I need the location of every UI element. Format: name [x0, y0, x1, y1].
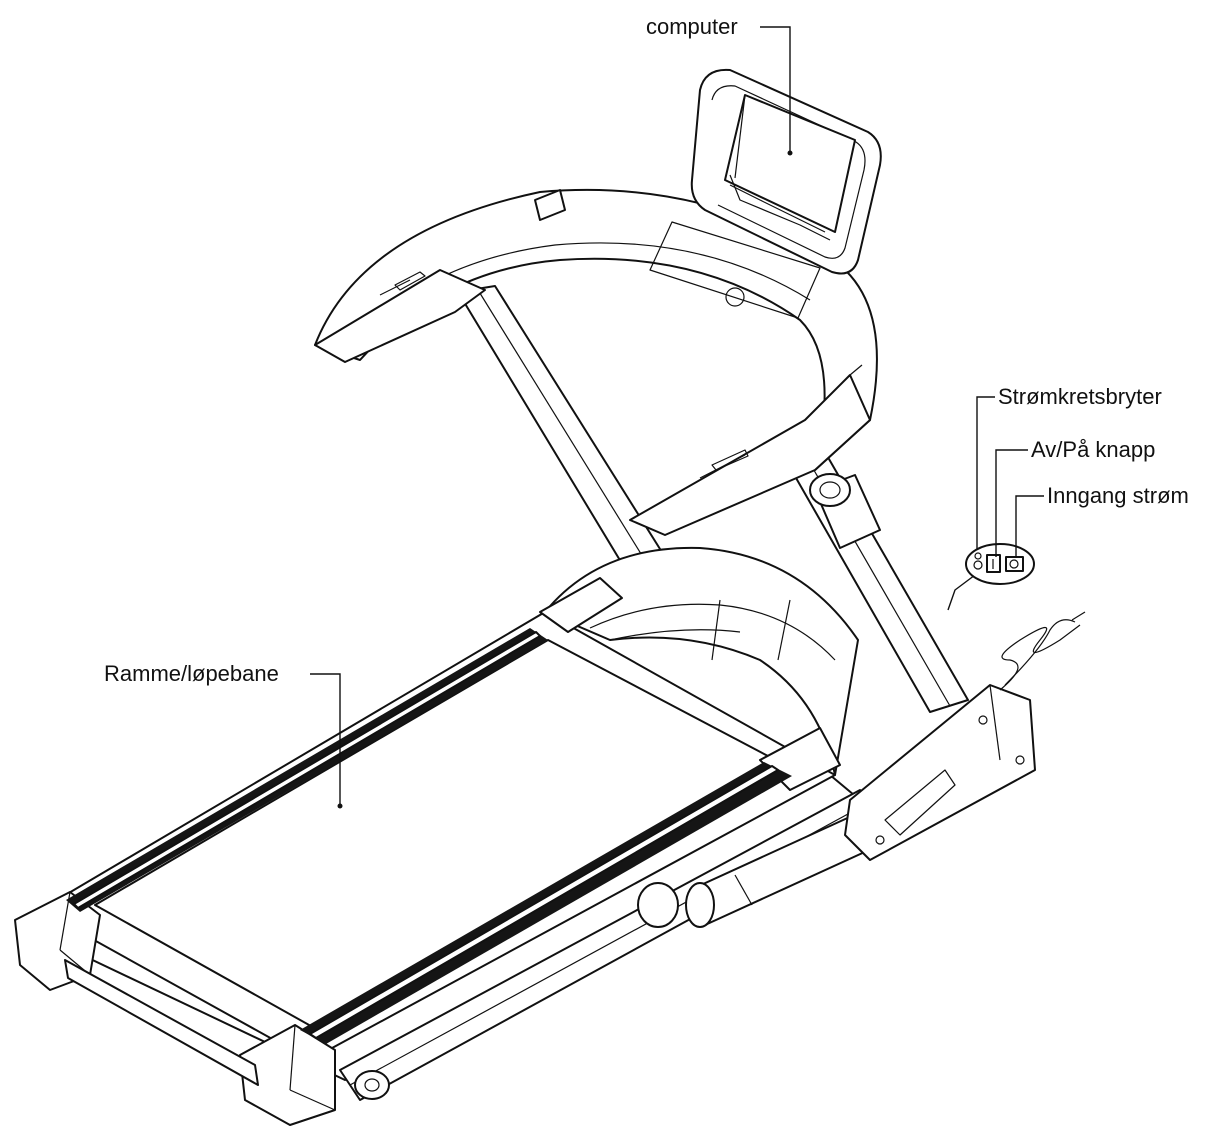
center-screw — [725, 287, 745, 307]
circuit-breaker-icon — [973, 560, 983, 570]
label-power-switch: Av/På knapp — [1031, 437, 1155, 462]
leader-frame — [310, 673, 341, 805]
power-cord — [999, 611, 1086, 691]
base-cover — [844, 684, 1036, 861]
console-computer — [690, 68, 882, 275]
leader-computer — [760, 26, 791, 152]
front-roller — [64, 959, 259, 1086]
water-bottle — [809, 473, 881, 549]
console-tablet-holder — [724, 94, 856, 233]
left-handgrip — [314, 269, 486, 363]
treadmill-deck — [14, 546, 881, 1126]
label-computer: computer — [646, 14, 738, 39]
folding-knob — [637, 882, 679, 928]
power-input-icon — [1005, 556, 1024, 572]
handlebar-frame — [314, 188, 878, 536]
leader-power-switch — [995, 449, 1028, 557]
leader-lines — [310, 26, 1044, 809]
left-side-rail — [66, 628, 548, 912]
label-frame-belt: Ramme/løpebane — [104, 661, 279, 686]
transport-wheel — [354, 1070, 390, 1100]
leader-power-input — [1015, 495, 1044, 558]
power-panel-callout — [947, 543, 1035, 611]
callout-labels: computer Strømkretsbryter Av/På knapp In… — [104, 14, 1189, 686]
right-side-rail — [300, 762, 792, 1044]
label-circuit-breaker: Strømkretsbryter — [998, 384, 1162, 409]
incline-motor — [637, 809, 881, 928]
right-handgrip — [629, 374, 871, 536]
leader-breaker — [976, 396, 995, 550]
label-power-input: Inngang strøm — [1047, 483, 1189, 508]
